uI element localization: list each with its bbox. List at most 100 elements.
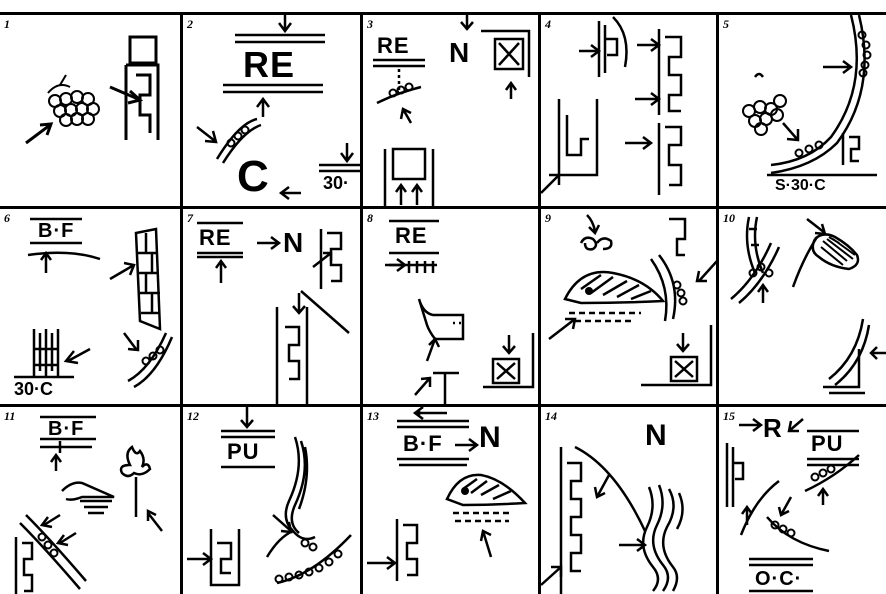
grape-cluster-icon bbox=[48, 75, 99, 126]
arrow-up bbox=[481, 531, 491, 557]
label-oc: O·C· bbox=[755, 569, 802, 589]
fortification-symbol bbox=[823, 349, 865, 393]
label-n: N bbox=[283, 229, 304, 257]
panel-10: 10 bbox=[719, 209, 886, 404]
arrow-up bbox=[41, 253, 51, 273]
arc bbox=[651, 255, 675, 321]
panel-7: 7 RE N bbox=[183, 209, 360, 404]
arrow-up bbox=[506, 83, 516, 99]
panel-12-drawing bbox=[183, 407, 360, 594]
label-n: N bbox=[479, 423, 502, 453]
panel-10-drawing bbox=[719, 209, 886, 404]
arrow-up bbox=[216, 261, 226, 283]
fortification-symbol bbox=[599, 21, 617, 77]
panel-13-drawing bbox=[363, 407, 538, 594]
tree-symbol-icon bbox=[121, 447, 150, 517]
arrow bbox=[367, 557, 395, 569]
axe-head-icon bbox=[419, 299, 463, 339]
arrow-down bbox=[461, 15, 473, 29]
label-n: N bbox=[449, 39, 470, 67]
arrow bbox=[124, 333, 138, 350]
arrow bbox=[595, 475, 609, 497]
label-re: RE bbox=[395, 225, 428, 247]
square-symbol bbox=[130, 37, 156, 63]
panel-14-drawing bbox=[541, 407, 716, 594]
arrow bbox=[779, 497, 791, 515]
arrow-up bbox=[415, 378, 430, 395]
label-c: C bbox=[237, 155, 270, 199]
fortification-symbol bbox=[211, 529, 239, 585]
panel-8: 8 RE bbox=[363, 209, 538, 404]
arrow bbox=[257, 237, 279, 249]
arrow bbox=[625, 137, 651, 149]
arrow bbox=[385, 259, 405, 271]
panel-6: 6 B·F 30·C bbox=[0, 209, 180, 404]
arrow bbox=[273, 515, 291, 532]
arrow-up bbox=[396, 185, 406, 205]
arrow bbox=[789, 419, 803, 431]
arc bbox=[277, 535, 351, 583]
wall-symbol bbox=[136, 229, 160, 329]
arrow-up bbox=[818, 489, 828, 505]
marsh-reed-icon bbox=[286, 437, 307, 533]
label-n: N bbox=[645, 421, 668, 451]
fortification-symbol bbox=[559, 99, 597, 175]
label-r: R bbox=[763, 415, 783, 441]
panel-2: 2 RE C 30· bbox=[183, 15, 360, 206]
arrow-down bbox=[341, 143, 353, 161]
arrow bbox=[58, 533, 76, 545]
panel-9: 9 bbox=[541, 209, 716, 404]
arc bbox=[575, 447, 645, 531]
panel-9-drawing bbox=[541, 209, 716, 404]
panel-14: 14 N bbox=[541, 407, 716, 594]
fortification-symbol bbox=[727, 443, 743, 507]
panel-1-drawing bbox=[0, 15, 180, 206]
arrow bbox=[823, 61, 851, 73]
panel-5: 5 S·30·C bbox=[719, 15, 886, 206]
fortification-symbol bbox=[843, 133, 859, 165]
arrow-left bbox=[281, 187, 301, 199]
arrow bbox=[739, 419, 761, 431]
panel-6-drawing bbox=[0, 209, 180, 404]
label-30c: 30·C bbox=[14, 380, 53, 398]
panel-13: 13 B·F N bbox=[363, 407, 538, 594]
fortification-symbol bbox=[659, 123, 681, 195]
fortification-symbol bbox=[277, 307, 307, 404]
label-bf: B·F bbox=[403, 433, 443, 455]
fortification-symbol bbox=[16, 537, 32, 594]
arrow bbox=[187, 553, 211, 565]
label-30: 30· bbox=[323, 174, 349, 192]
arrow bbox=[807, 219, 825, 234]
fortification-symbol bbox=[669, 219, 685, 255]
panel-11-drawing bbox=[0, 407, 180, 594]
arrow bbox=[66, 349, 90, 363]
arrow-left bbox=[871, 347, 886, 359]
square-symbol bbox=[393, 149, 425, 179]
arrow-down bbox=[279, 15, 291, 31]
arrow-up bbox=[758, 285, 768, 303]
arrow-up bbox=[401, 109, 411, 123]
arrow bbox=[455, 439, 477, 451]
flat-terrain-symbol-icon bbox=[62, 483, 114, 500]
panel-8-drawing bbox=[363, 209, 538, 404]
arrow bbox=[783, 123, 798, 140]
arrow bbox=[148, 511, 162, 531]
arrow-up bbox=[51, 455, 61, 471]
arrow-down bbox=[241, 407, 253, 427]
panel-4-drawing bbox=[541, 15, 716, 206]
label-pu: PU bbox=[811, 433, 844, 455]
arrow bbox=[541, 567, 561, 585]
panel-3: 3 RE N bbox=[363, 15, 538, 206]
wavy-river-icon bbox=[643, 485, 682, 591]
arrow-up bbox=[427, 339, 439, 361]
panel-15-drawing bbox=[719, 407, 886, 594]
arrow-down bbox=[293, 293, 305, 313]
label-re: RE bbox=[243, 47, 295, 83]
arrow bbox=[637, 39, 659, 51]
panel-15: 15 R PU O·C· bbox=[719, 407, 886, 594]
eye-hill-symbol-icon bbox=[447, 475, 525, 505]
arrow bbox=[635, 93, 659, 105]
fortification-symbol bbox=[561, 447, 581, 594]
arrow-down bbox=[677, 333, 689, 351]
arc bbox=[20, 515, 86, 589]
